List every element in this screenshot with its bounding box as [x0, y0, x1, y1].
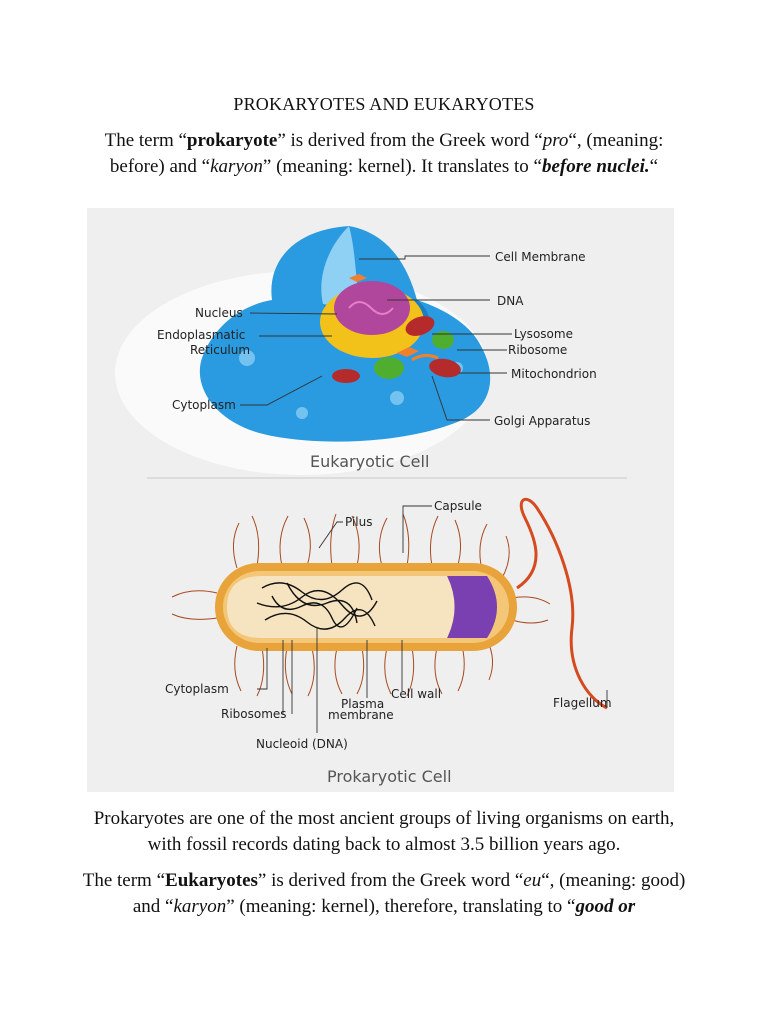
word-pro: pro	[542, 130, 569, 151]
eukaryotic-labels: Cell Membrane DNA Nucleus Endoplasmatic …	[157, 250, 597, 471]
label-cell-wall: Cell wall	[391, 687, 441, 701]
label-golgi: Golgi Apparatus	[494, 414, 590, 428]
document-title: PROKARYOTES AND EUKARYOTES	[233, 94, 535, 114]
label-er-line1: Endoplasmatic	[157, 328, 245, 342]
label-plasma-line2: membrane	[328, 708, 394, 722]
caption-prokaryotic: Prokaryotic Cell	[327, 767, 452, 786]
label-nucleus: Nucleus	[195, 306, 243, 320]
text: ” is derived from the Greek word “	[257, 870, 524, 891]
term-prokaryote: prokaryote	[186, 130, 278, 151]
word-karyon: karyon	[173, 896, 227, 917]
label-dna: DNA	[497, 294, 524, 308]
text: “, (meaning: before) and “	[109, 130, 664, 177]
label-nucleoid: Nucleoid (DNA)	[256, 737, 348, 751]
prokaryotic-labels: Capsule Pilus Cytoplasm Cell wall Plasma…	[165, 499, 612, 786]
label-lysosome: Lysosome	[514, 327, 573, 341]
word-karyon: karyon	[210, 156, 263, 177]
label-cell-membrane: Cell Membrane	[495, 250, 586, 264]
term-eukaryotes: Eukaryotes	[165, 870, 258, 891]
cell-diagram-figure: Cell Membrane DNA Nucleus Endoplasmatic …	[87, 208, 674, 792]
label-capsule: Capsule	[434, 499, 482, 513]
paragraph-prokaryote-term: The term “prokaryote” is derived from th…	[80, 128, 688, 180]
paragraph-prokaryote-history: Prokaryotes are one of the most ancient …	[93, 808, 675, 855]
text: “, (meaning: good) and “	[132, 870, 686, 917]
text: ” is derived from the Greek word “	[277, 130, 543, 151]
label-flagellum: Flagellum	[553, 696, 612, 710]
label-ribosomes: Ribosomes	[221, 707, 287, 721]
word-eu: eu	[523, 870, 542, 891]
text: The term “	[104, 130, 187, 151]
paragraph-eukaryote-term: The term “Eukaryotes” is derived from th…	[80, 868, 688, 920]
label-pilus: Pilus	[345, 515, 373, 529]
label-plasma-line1: Plasma	[341, 697, 384, 711]
label-ribosome: Ribosome	[508, 343, 567, 357]
text: ” (meaning: kernel), therefore, translat…	[226, 896, 576, 917]
label-er-line2: Reticulum	[190, 343, 250, 357]
label-mitochondrion: Mitochondrion	[511, 367, 597, 381]
text: The term “	[82, 870, 166, 891]
label-cytoplasm-pro: Cytoplasm	[165, 682, 229, 696]
text: “	[649, 156, 659, 177]
text: ” (meaning: kernel). It translates to “	[262, 156, 542, 177]
prokaryotic-cell-drawing	[171, 497, 608, 710]
label-cytoplasm: Cytoplasm	[172, 398, 236, 412]
phrase-before-nuclei: before nuclei.	[541, 156, 650, 177]
caption-eukaryotic: Eukaryotic Cell	[310, 452, 429, 471]
cell-diagram: Cell Membrane DNA Nucleus Endoplasmatic …	[115, 226, 627, 786]
phrase-good-or: good or	[575, 896, 636, 917]
eukaryotic-cell-drawing	[115, 226, 491, 475]
